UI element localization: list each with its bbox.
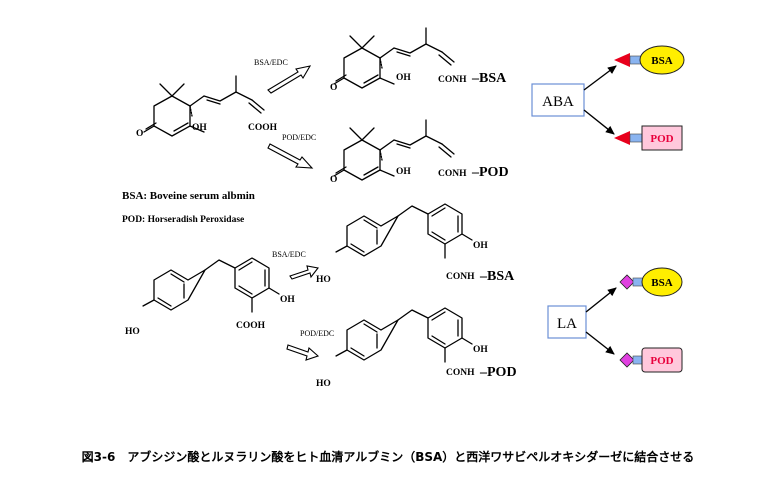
la-hapten-diamond-bottom (619, 352, 635, 368)
aba-bsa-reaction-arrow: BSA/EDC (254, 58, 312, 94)
aba-pod-reaction-arrow: POD/EDC (267, 133, 316, 169)
svg-text:CONH: CONH (446, 272, 475, 282)
la-carboxyl: COOH (236, 321, 266, 331)
aba-box (531, 83, 585, 117)
aba-to-bsa-arrow (583, 65, 617, 91)
aba-hydroxyl: OH (192, 123, 207, 133)
svg-text:CONH: CONH (438, 169, 467, 179)
la-box-label: LA (557, 316, 577, 332)
la-to-bsa-arrow (585, 287, 617, 313)
aba-pod-conjugate-label: –POD (471, 165, 509, 180)
svg-text:O: O (330, 175, 337, 185)
svg-text:OH: OH (473, 345, 488, 355)
la-hapten-diamond-top (619, 274, 635, 290)
svg-text:HO: HO (316, 379, 331, 389)
la-pod-reagent-label: POD/EDC (300, 329, 334, 338)
pod-enzyme-top-label: POD (650, 133, 673, 145)
svg-text:CONH: CONH (438, 75, 467, 85)
la-to-pod-arrow (585, 331, 615, 355)
bsa-carrier-top-label: BSA (651, 55, 672, 67)
bsa-definition: BSA: Boveine serum albmin (122, 190, 255, 202)
svg-text:CONH: CONH (446, 368, 475, 378)
la-box (547, 305, 587, 339)
aba-box-label: ABA (542, 94, 574, 110)
la-pod-conjugate-label: –POD (479, 365, 517, 380)
la-bsa-reaction-arrow: BSA/EDC (272, 250, 319, 280)
pod-enzyme-bottom (641, 347, 683, 373)
la-pod-conjugate-structure: HO OH CONH –POD (316, 307, 517, 389)
aba-bsa-reagent-label: BSA/EDC (254, 58, 288, 67)
aba-keto-oxygen: O (136, 129, 143, 139)
aba-hapten-triangle-top (614, 53, 630, 67)
pod-enzyme-bottom-label: POD (650, 355, 673, 367)
aba-bsa-conjugate-structure: O OH CONH –BSA (330, 27, 507, 93)
la-pod-reaction-arrow: POD/EDC (286, 329, 334, 361)
la-bsa-conjugate-structure: HO OH CONH –BSA (316, 203, 515, 285)
svg-text:OH: OH (396, 73, 411, 83)
la-phenol-hydroxyl: HO (125, 327, 140, 337)
svg-text:O: O (330, 83, 337, 93)
aba-structure: O OH COOH (136, 75, 278, 139)
la-schematic: LA BSA POD (547, 267, 683, 373)
aba-pod-reagent-label: POD/EDC (282, 133, 316, 142)
aba-bsa-conjugate-label: –BSA (471, 71, 507, 86)
la-ring-hydroxyl: OH (280, 295, 295, 305)
aba-carboxyl: COOH (248, 123, 278, 133)
bsa-carrier-bottom-label: BSA (651, 277, 672, 289)
aba-to-pod-arrow (583, 109, 615, 135)
aba-pod-conjugate-structure: O OH CONH –POD (330, 119, 509, 185)
figure-caption: 図3-6 アブシジン酸とルヌラリン酸をヒト血清アルブミン（BSA）と西洋ワサビペ… (81, 450, 695, 464)
pod-enzyme-top (641, 125, 683, 151)
svg-text:HO: HO (316, 275, 331, 285)
la-structure: HO OH COOH (125, 257, 295, 337)
aba-schematic: ABA BSA POD (531, 45, 685, 151)
bsa-carrier-bottom (641, 267, 683, 297)
pod-definition: POD: Horseradish Peroxidase (122, 215, 244, 225)
svg-text:OH: OH (396, 167, 411, 177)
aba-hapten-triangle-bottom (614, 131, 630, 145)
svg-text:OH: OH (473, 241, 488, 251)
la-bsa-reagent-label: BSA/EDC (272, 250, 306, 259)
la-bsa-conjugate-label: –BSA (479, 269, 515, 284)
bsa-carrier-top (639, 45, 685, 75)
aba-linker-bottom (629, 133, 643, 143)
